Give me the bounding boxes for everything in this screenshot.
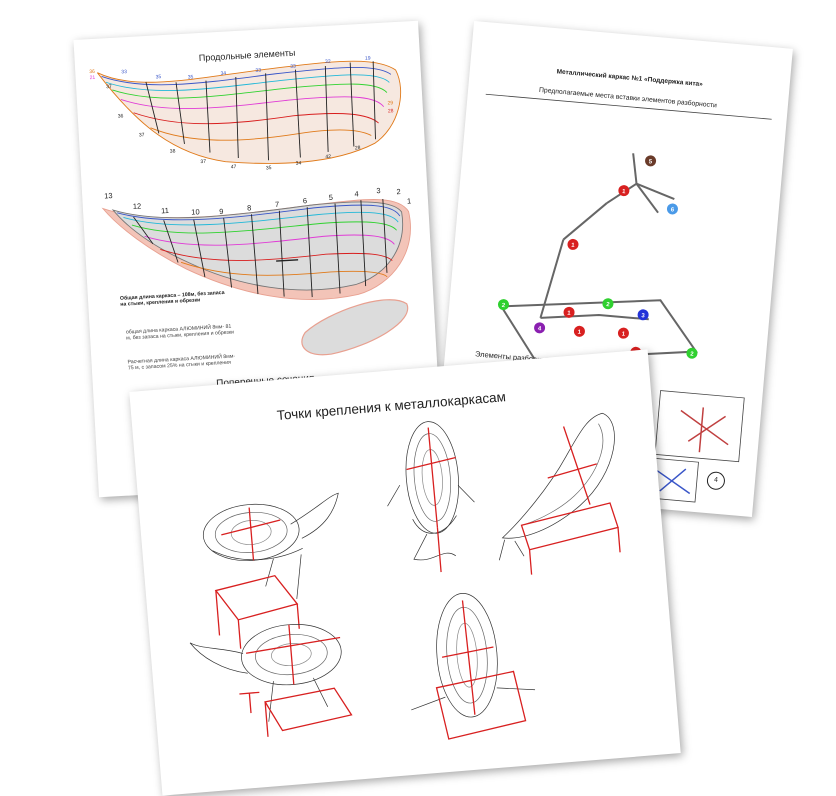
svg-text:32: 32 [325,59,331,65]
svg-text:34: 34 [296,160,302,166]
svg-text:5: 5 [649,159,654,165]
svg-text:34: 34 [220,71,226,77]
svg-text:35: 35 [188,74,194,80]
svg-text:1: 1 [577,330,582,336]
sheet-attachment-points: Точки крепления к металлокаркасам [129,349,681,796]
marker-red-1: 1 [567,238,579,250]
frame-structure [499,153,698,361]
section-number-labels: 13 12 11 10 9 8 7 6 5 4 3 2 1 [104,186,412,217]
svg-text:37: 37 [200,159,206,165]
marker-purple-4: 4 [534,322,546,334]
svg-text:12: 12 [133,201,142,210]
marker-green-4: 2 [686,347,698,359]
svg-text:33: 33 [121,69,127,75]
whale-wireframe-3 [498,412,621,575]
svg-text:1: 1 [567,311,572,317]
svg-text:10: 10 [191,207,200,216]
svg-text:2: 2 [690,352,695,358]
svg-text:4: 4 [538,326,543,332]
svg-text:1: 1 [571,243,576,249]
svg-text:2: 2 [396,187,401,196]
header-rule [485,93,772,120]
svg-text:33: 33 [290,64,296,70]
marker-green-1: 2 [497,299,509,311]
svg-text:6: 6 [303,196,308,205]
svg-text:4: 4 [354,189,359,198]
marker-red-4: 1 [573,325,585,337]
element-detail-boxes [644,390,745,503]
svg-text:37: 37 [106,84,112,90]
svg-text:1: 1 [621,332,626,338]
svg-text:6: 6 [670,207,675,213]
svg-text:8: 8 [247,203,252,212]
svg-text:7: 7 [275,200,280,209]
svg-text:37: 37 [139,132,145,138]
whale-wireframe-1 [202,492,339,649]
svg-text:42: 42 [325,154,331,160]
svg-text:36: 36 [89,69,95,75]
marker-green-2: 2 [602,298,614,310]
marker-red-5: 1 [617,327,629,339]
attachment-drawings [189,412,621,740]
svg-text:28: 28 [355,145,361,151]
svg-text:5: 5 [328,193,333,202]
whale-wireframe-4 [189,624,353,737]
svg-text:3: 3 [641,313,646,319]
svg-text:2: 2 [606,302,611,308]
marker-blue-3: 3 [637,309,649,321]
tail-shape [301,299,409,356]
svg-text:28: 28 [388,108,394,114]
whale-wireframe-2 [387,421,475,573]
svg-text:38: 38 [170,148,176,154]
svg-text:33: 33 [255,68,261,74]
whale-wireframe-5 [411,593,536,740]
svg-text:1: 1 [622,189,627,195]
svg-text:1: 1 [407,196,412,205]
svg-text:47: 47 [231,164,237,170]
svg-text:36: 36 [118,113,124,119]
svg-text:19: 19 [365,55,371,61]
svg-text:35: 35 [266,165,272,171]
marker-lightblue-6: 6 [666,203,678,215]
svg-text:35: 35 [156,74,162,80]
svg-text:3: 3 [376,186,381,195]
svg-text:11: 11 [161,206,169,215]
svg-text:9: 9 [219,207,224,216]
svg-text:29: 29 [387,100,393,106]
marker-red-2: 1 [618,185,630,197]
marker-red-3: 1 [563,306,575,318]
svg-text:2: 2 [501,303,506,309]
marker-brown-5: 5 [645,155,657,167]
whale-side-view-top [96,60,402,164]
svg-text:13: 13 [104,191,113,200]
svg-text:21: 21 [89,75,95,81]
whale-side-view-numbered [101,198,411,300]
